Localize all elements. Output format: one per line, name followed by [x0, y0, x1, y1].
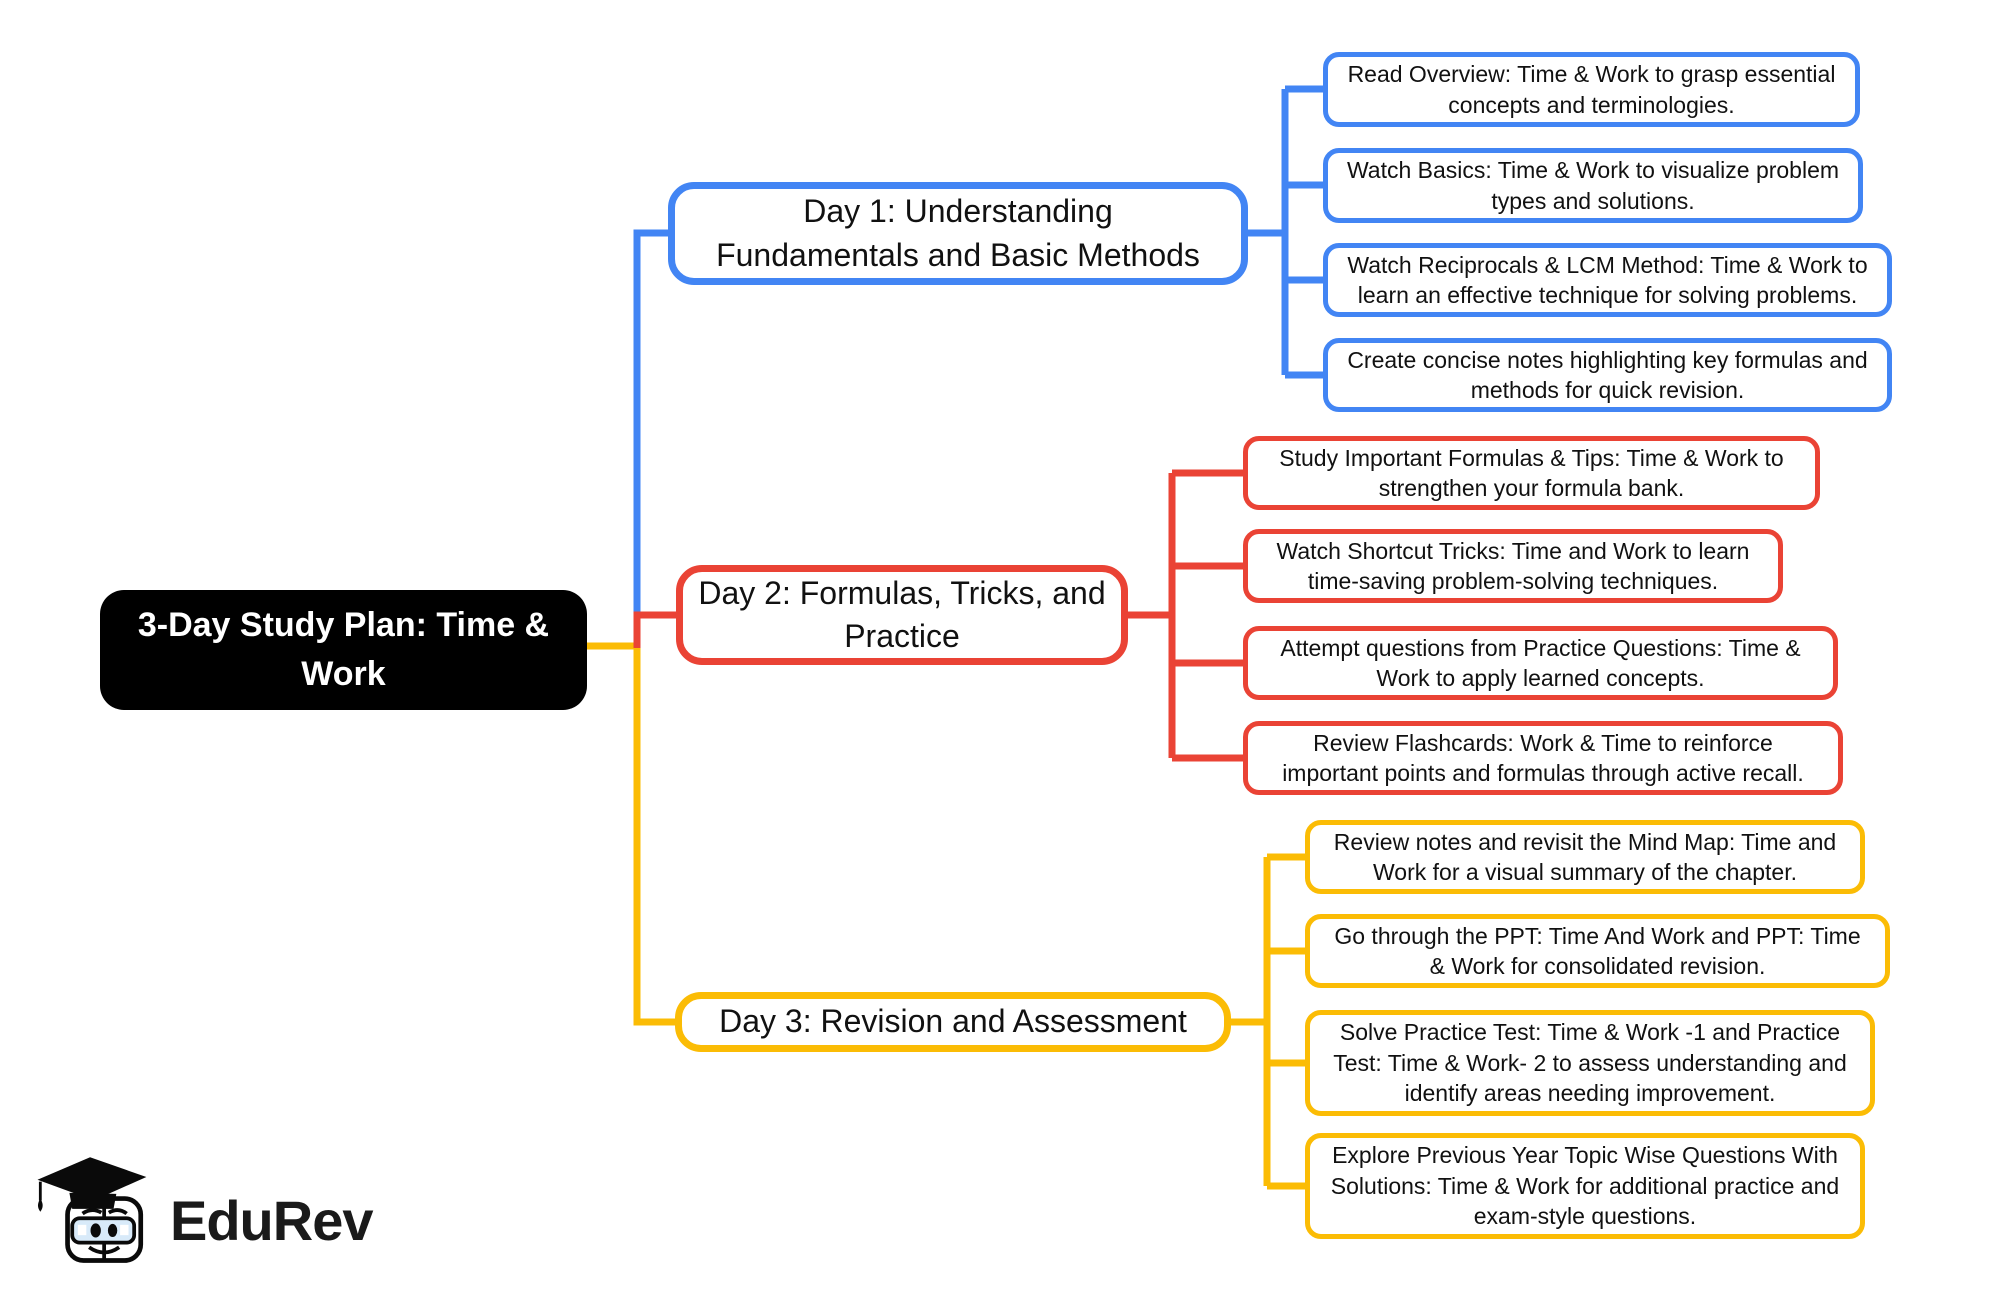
branch-node-day3: Day 3: Revision and Assessment [675, 992, 1231, 1052]
leaf-node-day3-4: Explore Previous Year Topic Wise Questio… [1305, 1133, 1865, 1239]
leaf-node-day3-2: Go through the PPT: Time And Work and PP… [1305, 914, 1890, 988]
connector-root-day2 [633, 611, 676, 648]
root-node: 3-Day Study Plan: Time & Work [100, 590, 587, 710]
leaf-node-day2-3: Attempt questions from Practice Question… [1243, 626, 1838, 700]
connector-day1-leaves [1248, 85, 1323, 379]
leaf-node-day2-1: Study Important Formulas & Tips: Time & … [1243, 436, 1820, 510]
leaf-node-day2-2: Watch Shortcut Tricks: Time and Work to … [1243, 529, 1783, 603]
leaf-node-day1-2: Watch Basics: Time & Work to visualize p… [1323, 148, 1863, 223]
leaf-node-day3-3: Solve Practice Test: Time & Work -1 and … [1305, 1010, 1875, 1116]
leaf-node-day2-4: Review Flashcards: Work & Time to reinfo… [1243, 721, 1843, 795]
leaf-node-day1-4: Create concise notes highlighting key fo… [1323, 338, 1892, 412]
leaf-node-day1-3: Watch Reciprocals & LCM Method: Time & W… [1323, 243, 1892, 317]
branch-node-day1: Day 1: Understanding Fundamentals and Ba… [668, 182, 1248, 285]
edurev-logo: EduRev [30, 1146, 373, 1268]
connector-day3-leaves [1231, 853, 1305, 1190]
leaf-node-day1-1: Read Overview: Time & Work to grasp esse… [1323, 52, 1860, 127]
edurev-logo-text: EduRev [170, 1188, 373, 1252]
connector-day2-leaves [1128, 469, 1243, 762]
edurev-mascot-icon [37, 1157, 147, 1263]
connector-root-day1 [633, 229, 668, 618]
connector-root-day3 [587, 642, 675, 1026]
leaf-node-day3-1: Review notes and revisit the Mind Map: T… [1305, 820, 1865, 894]
branch-node-day2: Day 2: Formulas, Tricks, and Practice [676, 565, 1128, 665]
